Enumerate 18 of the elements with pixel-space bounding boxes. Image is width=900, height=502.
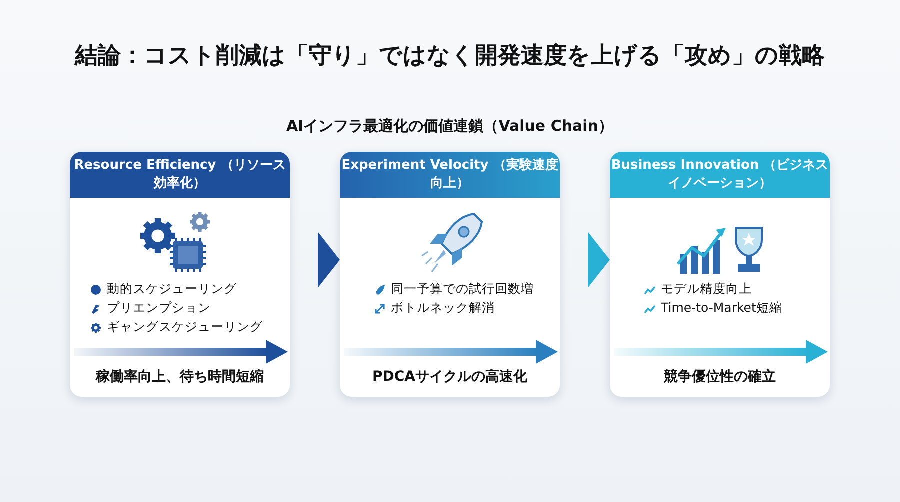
- bullet-text: プリエンプション: [107, 300, 211, 317]
- result-text: 競争優位性の確立: [663, 368, 777, 386]
- process-card: [70, 152, 290, 397]
- result-text: 稼働率向上、待ち時間短縮: [94, 368, 265, 386]
- bullet-text: Time-to-Market短縮: [661, 300, 782, 317]
- bullet-text: 同一予算での試行回数増: [391, 281, 534, 298]
- card-header: Business Innovation （ビジネスイノベーション）: [610, 152, 830, 198]
- process-card: [340, 152, 560, 397]
- title: 結論：コスト削減は「守り」ではなく開発速度を上げる「攻め」の戦略: [74, 42, 826, 71]
- bullet-text: 動的スケジューリング: [107, 281, 237, 298]
- bullet-text: ボトルネック解消: [391, 300, 495, 317]
- process-card: [610, 152, 830, 397]
- bullet-text: ギャングスケジューリング: [107, 319, 263, 336]
- card-header: Resource Efficiency （リソース効率化）: [70, 152, 290, 198]
- result-text: PDCAサイクルの高速化: [372, 368, 528, 386]
- subtitle: AIインフラ最適化の価値連鎖（Value Chain）: [286, 117, 614, 136]
- card-header: Experiment Velocity （実験速度向上）: [340, 152, 560, 198]
- bullet-text: モデル精度向上: [661, 281, 752, 298]
